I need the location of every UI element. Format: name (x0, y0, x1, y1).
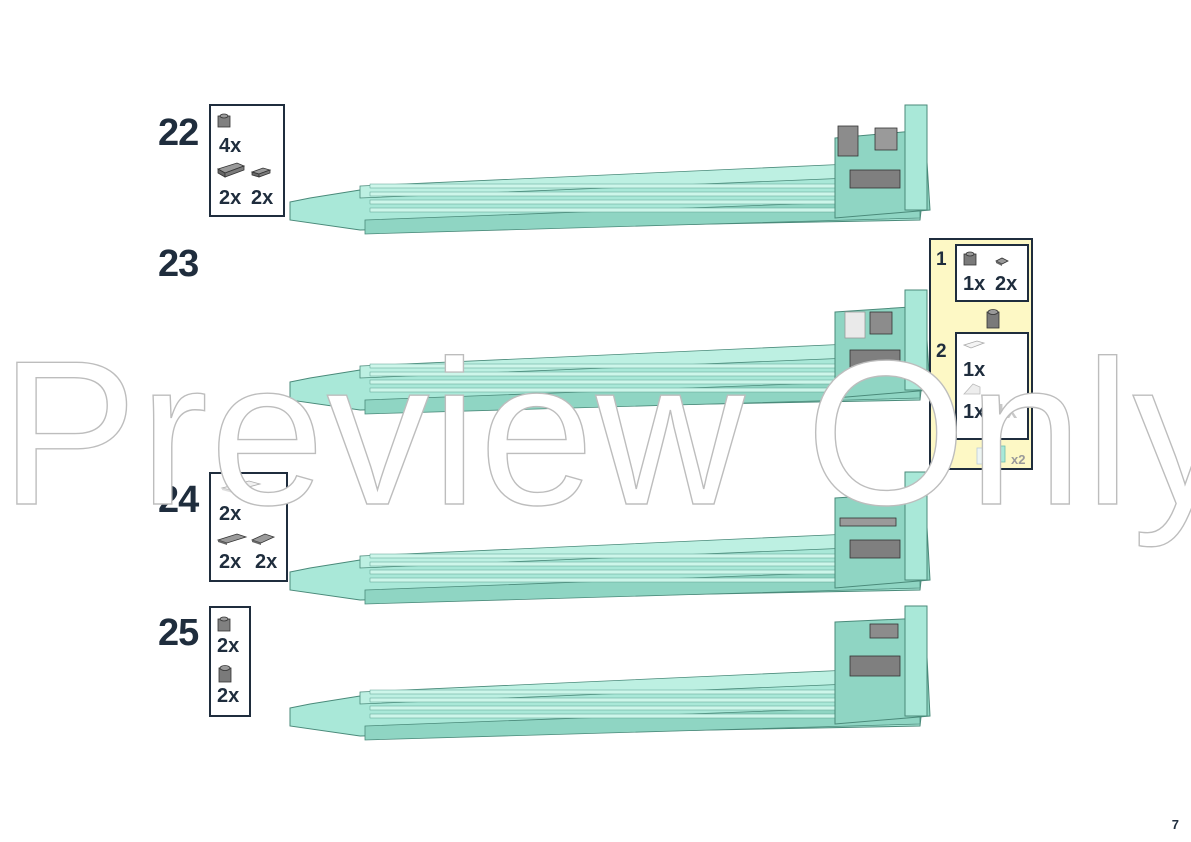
substep-parts-list: 1x 2x (955, 244, 1029, 302)
step-number: 25 (158, 612, 199, 654)
part-quantity: 1x (963, 359, 986, 381)
part-quantity: 2x (219, 551, 242, 573)
dark-gray-tile-icon (217, 616, 231, 632)
parts-list: 4x 2x 2x (209, 104, 285, 217)
page-number: 7 (1171, 817, 1179, 832)
part-quantity: 2x (995, 273, 1018, 295)
substep-number: 1 (936, 249, 947, 270)
white-tile-1x4-icon (220, 480, 262, 493)
part-quantity: 2x (217, 635, 240, 657)
parts-list: 2x 2x 2x (209, 472, 288, 582)
assembly-model (289, 605, 931, 741)
part-quantity: 2x (219, 503, 242, 525)
white-tile-1x2-icon (962, 340, 986, 349)
multiplier-label: x2 (1011, 452, 1026, 467)
dark-gray-brick-1x1-icon (963, 251, 977, 266)
white-slope-icon (963, 383, 981, 395)
dark-gray-plate-1x1-icon (995, 257, 1009, 266)
part-quantity: 2x (251, 187, 274, 209)
dark-gray-plate-1x2-icon (250, 533, 276, 545)
step-number: 24 (158, 479, 199, 521)
dark-gray-tile-icon (217, 113, 231, 128)
assembly-model (289, 471, 931, 605)
part-quantity: 4x (219, 135, 242, 157)
step-number: 23 (158, 243, 199, 285)
dark-gray-plate-1x3-icon (217, 162, 246, 178)
dark-gray-plate-1x2-icon (250, 167, 272, 178)
part-quantity: 2x (255, 551, 278, 573)
dark-gray-brick-1x1-icon (218, 665, 232, 683)
assembly-model (289, 104, 931, 235)
substep-number: 2 (936, 341, 947, 362)
part-quantity: 2x (219, 187, 242, 209)
part-quantity: 1x (995, 401, 1018, 423)
step-number: 22 (158, 112, 199, 154)
part-quantity: 1x (963, 273, 986, 295)
clear-panel-icon (976, 445, 1006, 465)
part-quantity: 2x (217, 685, 240, 707)
assembly-model (289, 289, 931, 415)
substep-parts-list: 1x 1x 1x (955, 332, 1029, 440)
subassembly-panel: 1 1x 2x 2 1x 1x 1x x2 (929, 238, 1033, 470)
dark-gray-brick-1x1-icon (986, 309, 1000, 329)
dark-gray-plate-1x3-icon (216, 533, 248, 545)
parts-list: 2x 2x (209, 606, 251, 717)
part-quantity: 1x (963, 401, 986, 423)
